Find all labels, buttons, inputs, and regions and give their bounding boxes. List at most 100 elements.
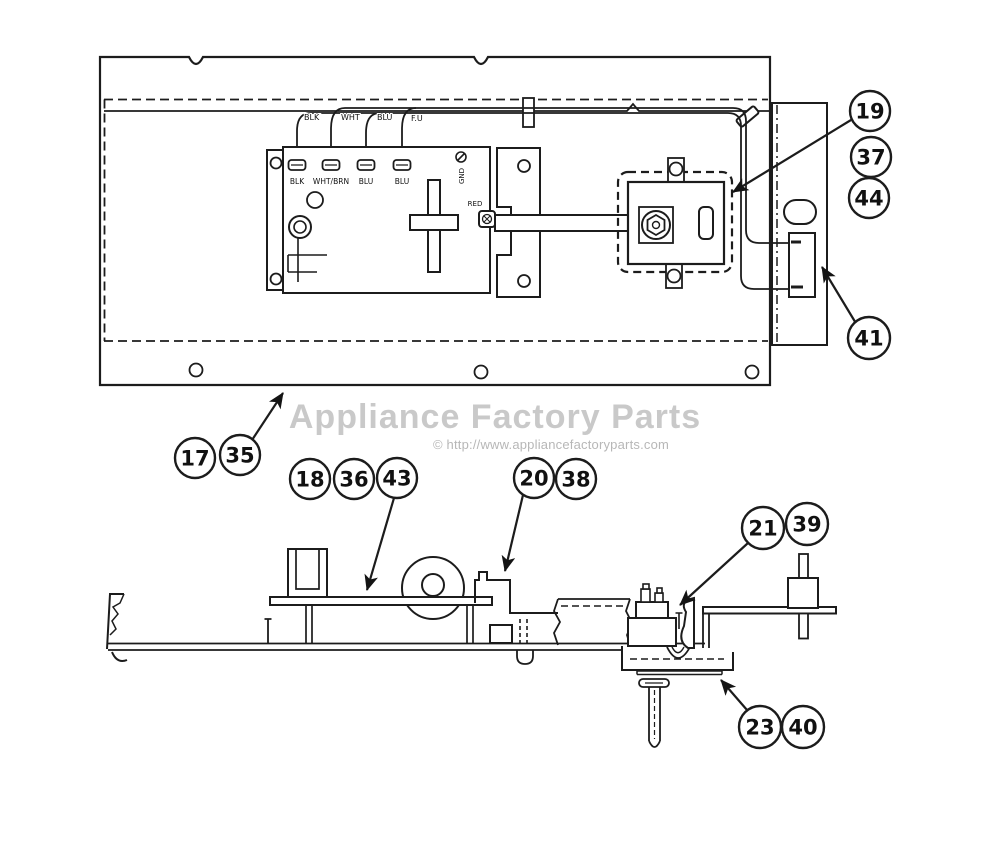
control-slot (698, 206, 714, 240)
left-bracket-bend-lines (109, 593, 125, 636)
screw-hole (517, 274, 531, 288)
valve-fitting-mark (675, 612, 683, 629)
callout-19-number: 19 (855, 100, 884, 124)
mounting-hole (473, 364, 489, 380)
wire-fu (401, 107, 417, 158)
stud-body (787, 577, 819, 609)
spacer-block (489, 624, 513, 644)
tab-hole (668, 161, 684, 177)
wiring-harness: BLK WHT BLU F.U (296, 107, 789, 290)
callout-38-number: 38 (561, 468, 590, 492)
channel-bracket (287, 548, 328, 597)
callout-40-number: 40 (788, 716, 817, 740)
left-bracket-tail (111, 651, 128, 662)
stepped-bracket (474, 571, 558, 614)
callout-40: 40 (780, 704, 826, 750)
right-shelf-plate (702, 606, 837, 615)
valve-stud (640, 588, 651, 603)
leader-41 (821, 266, 858, 326)
terminal-label: WHT/BRN (313, 177, 349, 186)
screw-hole (517, 159, 531, 173)
callout-41-number: 41 (854, 327, 883, 351)
callout-23-number: 23 (745, 716, 774, 740)
callout-37: 37 (849, 135, 893, 179)
callout-41: 41 (846, 315, 892, 361)
leader-19 (732, 119, 852, 193)
watermark-url: © http://www.appliancefactoryparts.com (432, 437, 670, 452)
callout-19: 19 (848, 89, 892, 133)
ground-screw-slot (456, 152, 466, 162)
callout-39: 39 (784, 501, 830, 547)
panel-outline (98, 55, 772, 387)
wire-label-fu: F.U (411, 114, 423, 123)
valve-stud-cap (642, 583, 650, 590)
shaft-center (651, 220, 661, 230)
valve-stud-cap (656, 587, 663, 594)
side-flange (771, 102, 828, 346)
control-shaft (494, 214, 646, 232)
leader-35 (251, 392, 284, 441)
screw-hole (269, 272, 283, 286)
callout-36-number: 36 (339, 468, 368, 492)
stud-pin-top (798, 553, 809, 579)
leader-23 (720, 679, 748, 711)
mounting-plate (269, 596, 493, 606)
red-terminal-detail (481, 213, 493, 225)
callout-43: 43 (375, 456, 419, 500)
connector-symbol (287, 238, 327, 282)
board-hole (306, 191, 324, 209)
shaft-cross-arm (409, 214, 459, 231)
callout-35-number: 35 (225, 444, 254, 468)
wire-bundle-lower (311, 112, 789, 290)
grommet-outer (288, 215, 312, 239)
shelf-leg (702, 613, 710, 648)
callout-17-number: 17 (180, 447, 209, 471)
support-leg (305, 605, 313, 644)
callout-44-number: 44 (854, 187, 883, 211)
mounting-hole (188, 362, 204, 378)
watermark-title: Appliance Factory Parts (288, 398, 702, 436)
callout-18-number: 18 (295, 468, 324, 492)
valve-body (627, 617, 677, 647)
terminal-label: BLU (395, 177, 409, 186)
shim-strip (636, 670, 723, 676)
callout-17: 17 (173, 436, 217, 480)
timer-motor-wheel (401, 556, 465, 620)
wheel-hub (421, 573, 445, 597)
mounting-hole (744, 364, 760, 380)
callout-18: 18 (288, 457, 332, 501)
terminal-label: BLK (290, 177, 305, 186)
wire-wht (330, 107, 346, 158)
shaft-nut-ring (641, 210, 671, 240)
wire-label-blk: BLK (304, 113, 320, 122)
red-terminal-hatch (483, 215, 491, 223)
hex-nut (646, 213, 666, 237)
tab-hole (666, 268, 682, 284)
gnd-label: GND (458, 168, 466, 184)
front-panel-top-edge (104, 102, 770, 112)
valve-stud (654, 592, 664, 603)
leader-20 (501, 494, 525, 572)
dome-boss-inner (671, 646, 685, 654)
ground-screw-icon (455, 151, 467, 163)
callout-21: 21 (740, 505, 786, 551)
screw-hole (269, 156, 283, 170)
valve-bonnet (635, 601, 669, 619)
left-end-bracket (106, 593, 124, 650)
support-leg (466, 605, 474, 644)
stud-pin-bottom (798, 612, 809, 640)
base-rail (108, 642, 705, 651)
callout-35: 35 (218, 433, 262, 477)
screw-shaft (648, 687, 661, 741)
callout-21-number: 21 (748, 517, 777, 541)
dome-boss (666, 646, 691, 659)
wire-bundle-upper (345, 107, 789, 244)
callout-37-number: 37 (856, 146, 885, 170)
terminal-label: BLU (359, 177, 373, 186)
lower-bracket-plate (621, 646, 734, 671)
wire-blu (365, 112, 381, 158)
flange-slot (783, 199, 817, 225)
wire-blk (296, 112, 312, 158)
